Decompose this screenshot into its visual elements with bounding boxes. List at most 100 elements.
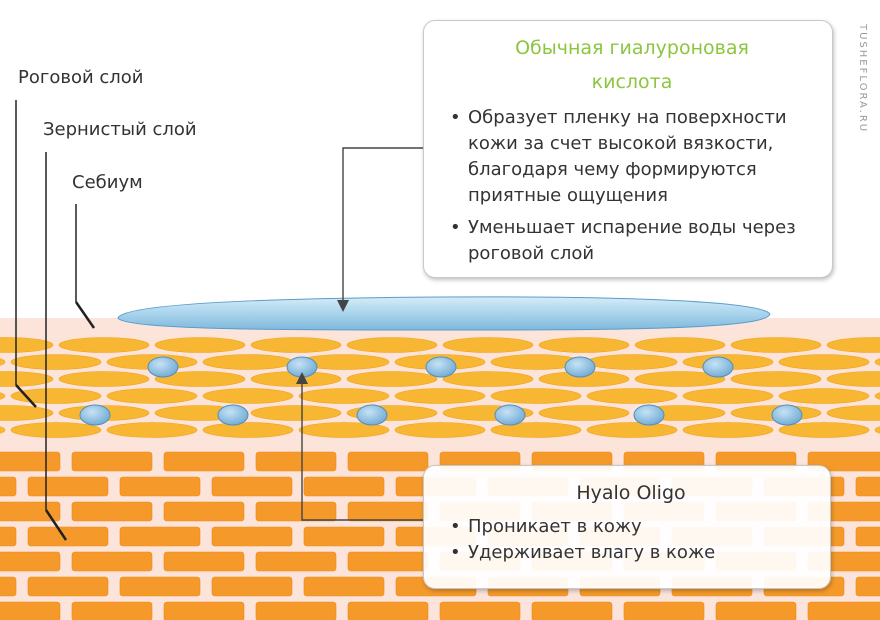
hyalo-oligo-droplet (633, 404, 665, 426)
granulosum-brick (807, 451, 880, 472)
granulosum-brick (0, 576, 17, 597)
label-sebum: Себиум (72, 172, 143, 193)
corneum-cell (586, 388, 678, 404)
granulosum-brick (119, 476, 201, 497)
arrow-to-film (342, 147, 423, 306)
corneum-cell (0, 371, 54, 387)
corneum-cell (250, 337, 342, 353)
corneum-cell (826, 405, 880, 421)
corneum-cell (346, 337, 438, 353)
granulosum-brick (255, 551, 337, 572)
granulosum-brick (71, 601, 153, 620)
granulosum-brick (347, 601, 429, 620)
granulosum-brick (0, 526, 17, 547)
granulosum-brick (0, 451, 61, 472)
corneum-cell (10, 354, 102, 370)
corneum-cell (730, 371, 822, 387)
corneum-cell (0, 337, 54, 353)
granulosum-brick (27, 576, 109, 597)
hyalo-oligo-droplet (771, 404, 803, 426)
corneum-cell (58, 337, 150, 353)
granulosum-brick (439, 601, 521, 620)
corneum-cell (874, 358, 880, 366)
granulosum-brick (211, 476, 293, 497)
corneum-cell (202, 354, 294, 370)
corneum-cell (874, 392, 880, 400)
corneum-cell (154, 371, 246, 387)
hyalo-oligo-droplet (494, 404, 526, 426)
corneum-cell (442, 337, 534, 353)
granulosum-brick (855, 476, 880, 497)
callout-regular-title: Обычная гиалуроновая кислота (515, 37, 749, 93)
granulosum-brick (0, 476, 17, 497)
corneum-cell (538, 337, 630, 353)
hyalo-oligo-droplet (217, 404, 249, 426)
granulosum-brick (71, 551, 153, 572)
corneum-cell (682, 422, 774, 438)
callout-oligo-point: Проникает в кожу (448, 514, 814, 540)
granulosum-brick (715, 601, 797, 620)
granulosum-brick (303, 576, 385, 597)
corneum-cell (0, 392, 6, 400)
hyalo-oligo-droplet (147, 356, 179, 378)
corneum-cell (0, 405, 54, 421)
callout-oligo-title: Hyalo Oligo (576, 482, 686, 504)
arrow-to-droplet-head (296, 372, 308, 384)
corneum-cell (826, 371, 880, 387)
callout-hyalo-oligo: Hyalo Oligo Проникает в кожу Удерживает … (423, 465, 831, 589)
leader-sebum-tick (74, 301, 96, 329)
corneum-cell (586, 354, 678, 370)
corneum-cell (490, 388, 582, 404)
corneum-cell (58, 371, 150, 387)
granulosum-brick (255, 451, 337, 472)
corneum-cell (202, 388, 294, 404)
corneum-cell (778, 388, 870, 404)
label-stratum-corneum: Роговой слой (18, 67, 144, 88)
leader-stratum-granulosum-tick (44, 509, 68, 541)
corneum-cell (778, 354, 870, 370)
corneum-cell (442, 371, 534, 387)
corneum-cell (778, 422, 870, 438)
granulosum-brick (71, 501, 153, 522)
granulosum-brick (807, 601, 880, 620)
corneum-cell (10, 422, 102, 438)
arrow-to-film-head (337, 300, 349, 312)
label-stratum-granulosum: Зернистый слой (43, 119, 197, 140)
granulosum-brick (163, 551, 245, 572)
granulosum-brick (163, 451, 245, 472)
callout-regular-points: Образует пленку на поверхности кожи за с… (448, 105, 816, 267)
granulosum-brick (119, 526, 201, 547)
granulosum-brick (119, 576, 201, 597)
corneum-cell (826, 337, 880, 353)
granulosum-brick (163, 601, 245, 620)
granulosum-brick (27, 526, 109, 547)
callout-arrows (296, 147, 423, 521)
hyalo-oligo-droplet (425, 356, 457, 378)
corneum-cell (490, 422, 582, 438)
corneum-cell (10, 388, 102, 404)
corneum-cell (874, 426, 880, 434)
arrow-to-droplet (301, 377, 423, 521)
corneum-cell (250, 405, 342, 421)
granulosum-brick (623, 601, 705, 620)
watermark: TUSHEFLORA.RU (857, 24, 868, 134)
granulosum-brick (255, 601, 337, 620)
granulosum-brick (303, 476, 385, 497)
corneum-cell (0, 426, 6, 434)
corneum-cell (394, 388, 486, 404)
corneum-cell (106, 422, 198, 438)
granulosum-brick (855, 576, 880, 597)
corneum-cell (682, 388, 774, 404)
granulosum-brick (163, 501, 245, 522)
corneum-cell (346, 371, 438, 387)
granulosum-brick (211, 526, 293, 547)
corneum-cell (0, 358, 6, 366)
granulosum-brick (347, 551, 429, 572)
corneum-cell (394, 422, 486, 438)
granulosum-brick (27, 476, 109, 497)
callout-regular-hyaluronic: Обычная гиалуроновая кислота Образует пл… (423, 20, 833, 278)
hyaluronic-film (117, 296, 771, 331)
hyalo-oligo-droplets (79, 356, 803, 426)
callout-oligo-points: Проникает в кожу Удерживает влагу в коже (448, 514, 814, 566)
corneum-cell (202, 422, 294, 438)
